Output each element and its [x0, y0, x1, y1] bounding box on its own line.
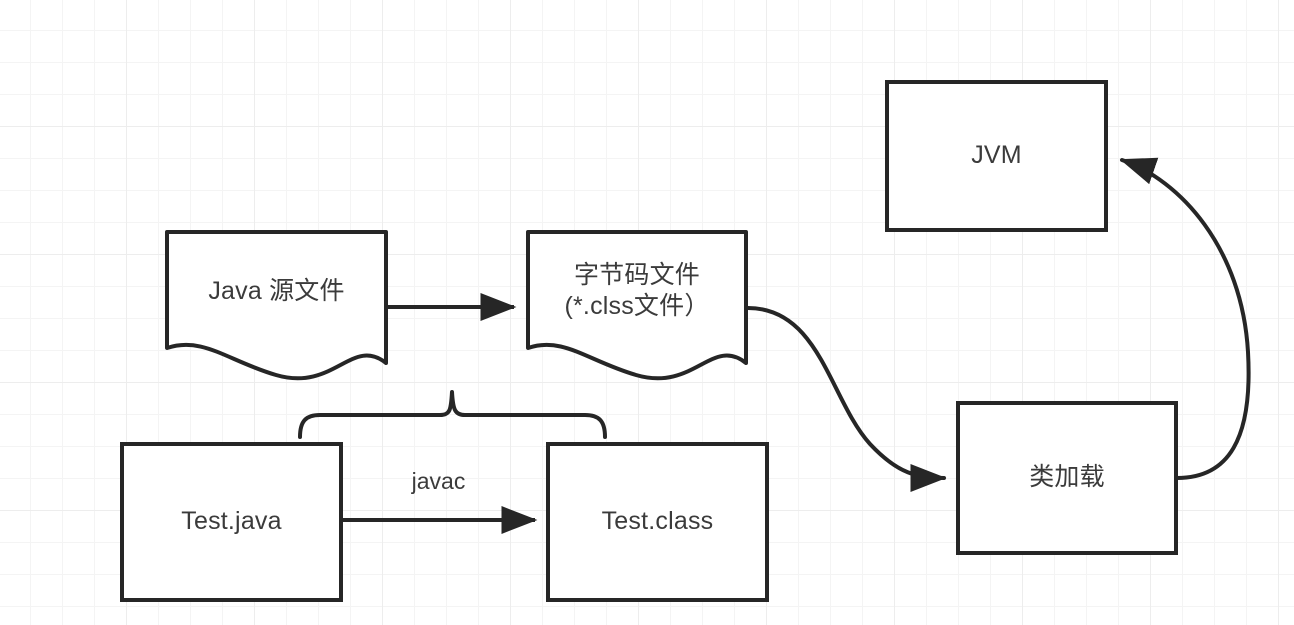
shape-test-java[interactable]: [120, 442, 343, 602]
shape-class-loading[interactable]: [956, 401, 1178, 555]
shape-jvm[interactable]: [885, 80, 1108, 232]
edge-bytecode-to-class-loading: [746, 306, 947, 492]
edge-class-loading-to-jvm: [1119, 157, 1251, 480]
shape-bytecode-file[interactable]: [526, 230, 748, 381]
shape-java-source-file[interactable]: [165, 230, 388, 381]
edge-example-brace: [298, 390, 607, 439]
shape-test-class[interactable]: [546, 442, 769, 602]
